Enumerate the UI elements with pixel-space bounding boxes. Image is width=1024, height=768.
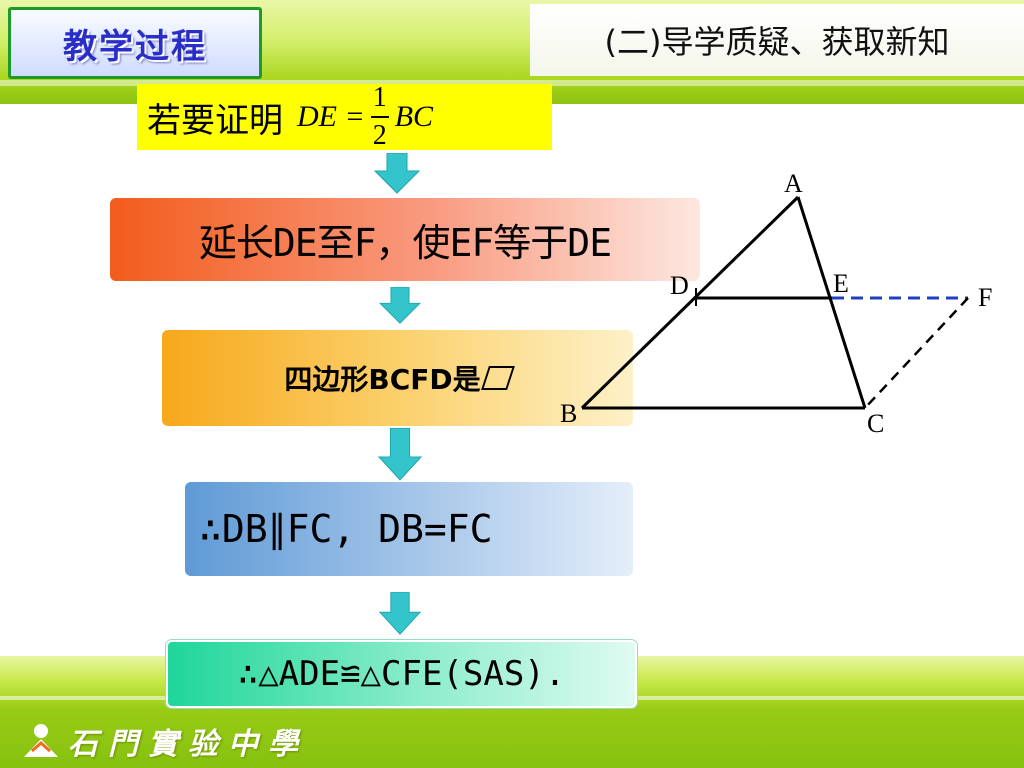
segment-ab <box>580 195 800 410</box>
fraction: 1 2 <box>370 84 389 151</box>
parallelogram-icon <box>480 366 515 390</box>
segment-fc-dashed <box>864 297 969 409</box>
step-parallelogram-label: 四边形BCFD是 <box>284 363 481 396</box>
label-a: A <box>784 169 803 198</box>
goal-formula: DE = 1 2 BC <box>297 84 433 150</box>
label-b: B <box>560 399 577 428</box>
step-parallel-equal: ∴DB∥FC, DB=FC <box>185 482 633 576</box>
step-congruent: ∴△ADE≌△CFE(SAS). <box>166 640 637 708</box>
down-arrow-icon <box>377 428 423 481</box>
formula-lhs: DE = <box>297 100 365 133</box>
label-c: C <box>867 409 884 438</box>
formula-rhs: BC <box>394 100 434 133</box>
fraction-numerator: 1 <box>370 84 389 118</box>
label-f: F <box>978 283 992 312</box>
down-arrow-icon <box>373 153 421 194</box>
step-extend-de-text: 延长DE至F，使EF等于DE <box>198 221 612 265</box>
school-name: 石門實验中學 <box>68 727 308 762</box>
step-parallelogram-text: 四边形BCFD是 <box>284 358 515 398</box>
label-e: E <box>833 269 849 298</box>
section-box: (二)导学质疑、获取新知 <box>530 4 1024 76</box>
goal-label: 若要证明 <box>147 100 283 141</box>
school-logo: 石門實验中學 <box>20 718 308 764</box>
down-arrow-icon <box>378 592 422 635</box>
school-emblem-icon <box>24 724 58 757</box>
down-arrow-icon <box>379 287 421 324</box>
section-title: (二)导学质疑、获取新知 <box>604 23 950 61</box>
step-parallelogram: 四边形BCFD是 <box>162 330 633 426</box>
segment-ac <box>796 196 867 409</box>
title-box: 教学过程 <box>8 7 262 79</box>
fraction-denominator: 2 <box>372 120 387 151</box>
triangle-diagram: A D E F B C <box>560 169 992 438</box>
goal-box: 若要证明 DE = 1 2 BC <box>137 84 552 150</box>
label-d: D <box>670 271 689 300</box>
page-title: 教学过程 <box>63 26 207 67</box>
step-congruent-text: ∴△ADE≌△CFE(SAS). <box>237 654 566 694</box>
step-extend-de: 延长DE至F，使EF等于DE <box>110 198 700 281</box>
step-parallel-equal-text: ∴DB∥FC, DB=FC <box>199 507 493 551</box>
